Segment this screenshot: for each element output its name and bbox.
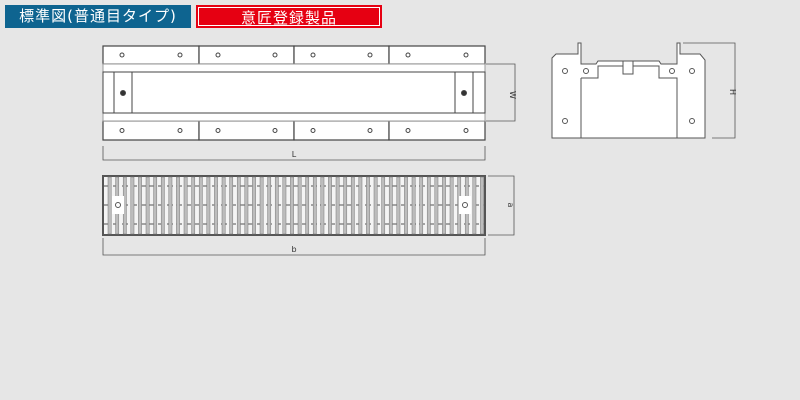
dimension-lines	[102, 42, 736, 256]
dimension-l-label: L	[292, 150, 297, 159]
end-frame-inner	[580, 65, 678, 138]
rail-segment	[293, 45, 390, 65]
rail-segment	[102, 45, 200, 65]
bearing-bar	[396, 176, 401, 235]
rail-segment	[198, 45, 295, 65]
bearing-bar	[312, 176, 317, 235]
bearing-bar	[343, 176, 348, 235]
bolt-hole-icon	[310, 128, 316, 133]
bearing-bar	[434, 176, 439, 235]
bearing-bar	[236, 176, 241, 235]
grate-drawing	[102, 175, 486, 236]
bolt-hole-icon	[177, 128, 183, 133]
bolt-icon	[461, 90, 467, 96]
bolt-hole-icon	[367, 128, 373, 133]
bearing-bar	[168, 176, 173, 235]
bearing-bar	[229, 176, 234, 235]
end-view-drawing	[551, 42, 706, 139]
bolt-icon	[120, 90, 126, 96]
upper-strip	[102, 63, 486, 73]
bearing-bar	[358, 176, 363, 235]
bearing-bar	[426, 176, 431, 235]
bolt-hole-icon	[562, 68, 568, 74]
bearing-bar	[328, 176, 332, 235]
rail-segment	[388, 45, 486, 65]
bearing-bar	[145, 176, 150, 235]
bearing-bar	[214, 176, 218, 235]
rail-segment	[388, 120, 486, 141]
bolt-hole-icon	[689, 68, 695, 74]
bolt-hole-icon	[689, 118, 695, 124]
bolt-hole-icon	[215, 128, 221, 133]
fixing-bolt-icon	[462, 202, 468, 208]
channel-opening	[102, 71, 486, 114]
bolt-hole-icon	[119, 52, 125, 58]
rail-segment	[198, 120, 295, 141]
bearing-bar	[320, 176, 325, 235]
bearing-bar	[153, 176, 158, 235]
dimension-b-label: b	[291, 245, 296, 254]
rail-segment	[102, 120, 200, 141]
bearing-bar	[267, 176, 272, 235]
bearing-bar	[259, 176, 264, 235]
standard-drawing-label: 標準図(普通目タイプ)	[5, 5, 191, 28]
bolt-hole-icon	[310, 52, 316, 58]
bolt-hole-icon	[367, 52, 373, 58]
bearing-bar	[297, 176, 302, 235]
dimension-a-label: a	[506, 203, 515, 208]
bearing-bar	[350, 176, 355, 235]
bearing-bar	[419, 176, 424, 235]
bearing-bar	[472, 176, 477, 235]
bearing-bar	[381, 176, 386, 235]
bearing-bar	[107, 176, 112, 235]
bearing-bar	[160, 176, 165, 235]
bearing-bar	[366, 176, 370, 235]
bolt-hole-icon	[463, 128, 469, 133]
bolt-hole-icon	[405, 128, 411, 133]
dimension-h-label: H	[728, 89, 737, 95]
bearing-bar	[206, 176, 211, 235]
bolt-hole-icon	[119, 128, 125, 133]
bearing-bar	[176, 176, 180, 235]
bearing-bar	[130, 176, 135, 235]
bearing-bar	[252, 176, 256, 235]
bearing-bar	[373, 176, 378, 235]
end-frame-outer	[551, 42, 706, 139]
bolt-hole-icon	[272, 128, 278, 133]
bearing-bar	[305, 176, 310, 235]
bearing-bar	[442, 176, 446, 235]
bearing-bar	[274, 176, 279, 235]
bearing-bar	[183, 176, 188, 235]
bearing-bar	[388, 176, 393, 235]
bolt-hole-icon	[215, 52, 221, 58]
bearing-bar	[198, 176, 203, 235]
bearing-bar	[404, 176, 408, 235]
bolt-hole-icon	[272, 52, 278, 58]
bolt-hole-icon	[562, 118, 568, 124]
bearing-bar	[244, 176, 249, 235]
design-registered-label: 意匠登録製品	[196, 5, 382, 28]
rail-segment	[293, 120, 390, 141]
bolt-hole-icon	[583, 68, 589, 74]
bearing-bar	[335, 176, 340, 235]
bearing-bar	[221, 176, 226, 235]
bearing-bar	[480, 176, 484, 235]
bearing-bar	[290, 176, 294, 235]
fixing-bolt-icon	[115, 202, 121, 208]
dimension-w-label: W	[508, 91, 517, 99]
bearing-bar	[449, 176, 454, 235]
bearing-bar	[191, 176, 196, 235]
bearing-bar	[138, 176, 142, 235]
bearing-bar	[411, 176, 416, 235]
center-clip	[622, 60, 634, 75]
bolt-hole-icon	[463, 52, 469, 58]
top-view-drawing	[102, 45, 486, 141]
bolt-hole-icon	[405, 52, 411, 58]
bolt-hole-icon	[177, 52, 183, 58]
bolt-hole-icon	[669, 68, 675, 74]
bearing-bar	[282, 176, 287, 235]
lower-strip	[102, 112, 486, 122]
